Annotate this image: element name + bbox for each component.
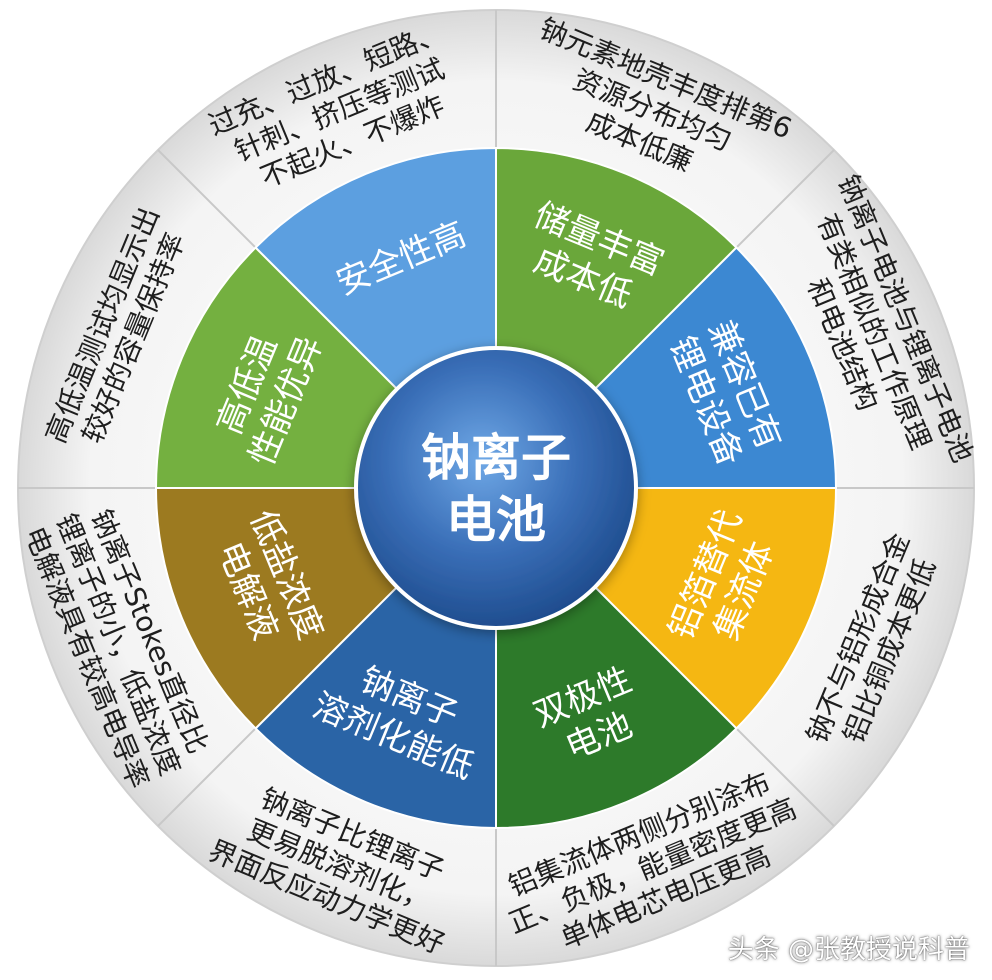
ring-divider [735,149,835,249]
center-hub [354,346,638,630]
center-title-line1: 钠离子 [421,429,571,487]
ring-divider [735,727,835,827]
watermark: 头条 @张教授说科普 [727,935,970,965]
center-title-line2: 电池 [446,491,546,549]
ring-divider [157,727,257,827]
ring-divider [157,149,257,249]
